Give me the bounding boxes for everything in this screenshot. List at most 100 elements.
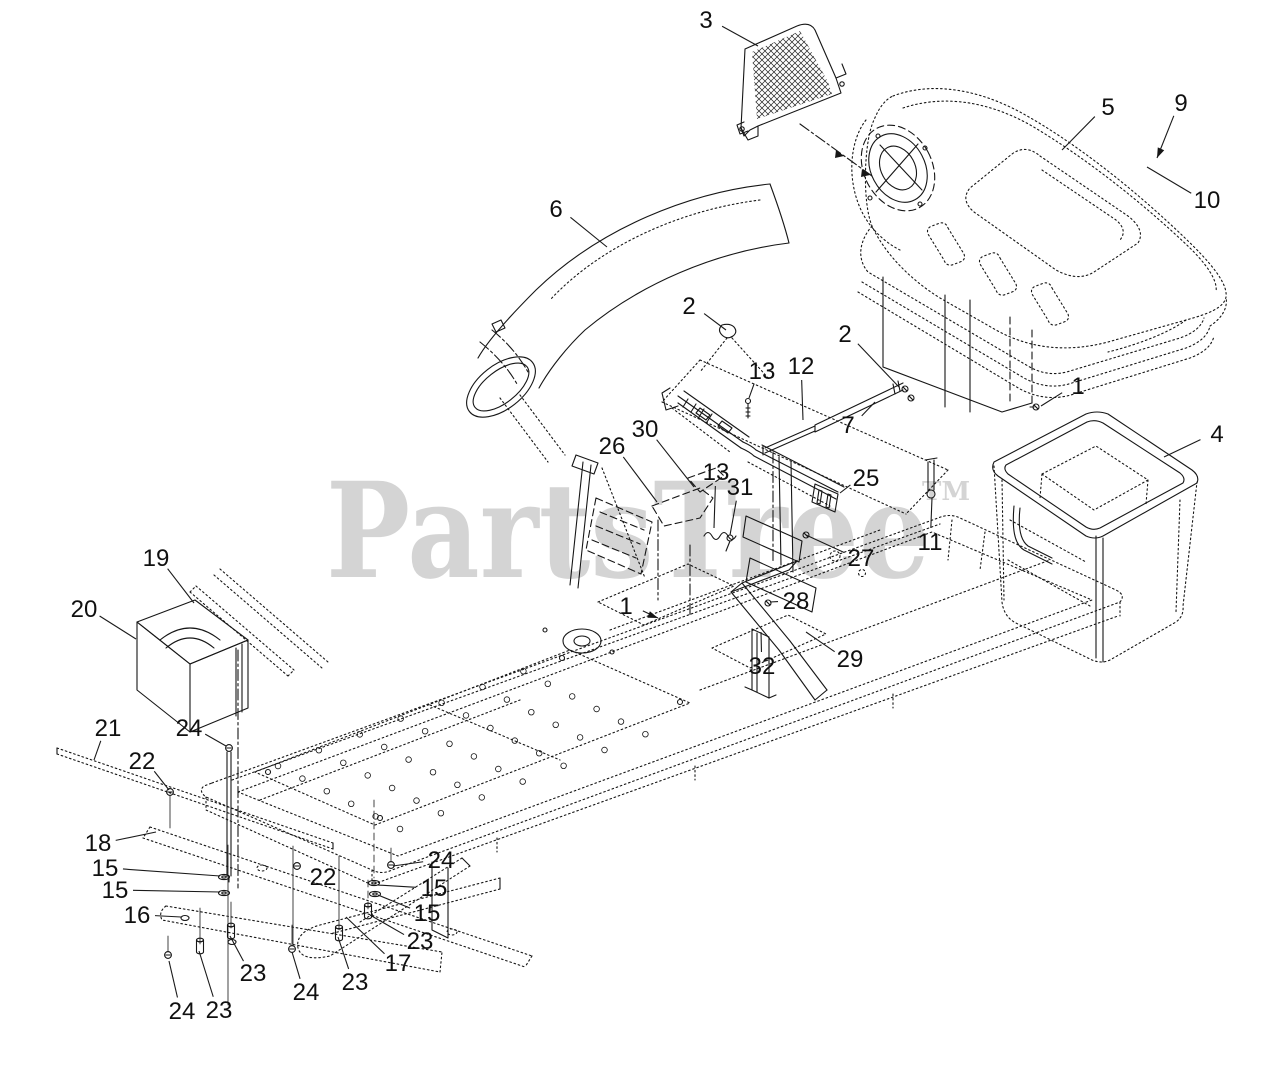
callout-11: 11 — [918, 529, 943, 556]
callout-leader-26 — [622, 456, 658, 503]
part-cover-20 — [136, 599, 249, 733]
callout-18: 18 — [85, 830, 112, 857]
callout-leader-24 — [291, 951, 301, 979]
callout-leader-10 — [1146, 166, 1192, 194]
part-plate-29 — [730, 560, 828, 701]
clip-2 — [718, 323, 737, 339]
screw-2 — [901, 385, 909, 393]
callout-7: 7 — [841, 412, 854, 439]
callout-arrow-1 — [647, 611, 658, 618]
callout-leader-15 — [132, 889, 221, 893]
callout-13: 13 — [703, 459, 730, 486]
plate-hole — [519, 778, 526, 785]
plate-hole — [405, 756, 412, 763]
plate-hole — [536, 750, 543, 757]
plate-hole — [340, 759, 347, 766]
part-rod-21 — [56, 747, 334, 850]
callout-31: 31 — [727, 474, 754, 501]
part-strap-32 — [744, 628, 777, 699]
part-chute — [466, 183, 790, 418]
plate-hole — [438, 699, 445, 706]
callout-leader-15 — [377, 894, 411, 909]
part-container — [992, 411, 1199, 663]
callout-25: 25 — [853, 465, 880, 492]
part-strip-19 — [189, 568, 329, 889]
perforated-plate-holes — [274, 668, 649, 833]
part-strap-17 — [297, 857, 501, 959]
callout-leader-23 — [198, 950, 214, 997]
callout-leader-2 — [703, 313, 727, 331]
callout-leader-17 — [345, 916, 385, 955]
callout-21: 21 — [95, 715, 122, 742]
callout-leader-12 — [801, 379, 804, 421]
plate-hole — [462, 712, 470, 719]
screen-mesh — [752, 31, 832, 119]
plate-hole — [454, 781, 461, 788]
spring-13 — [703, 531, 737, 541]
plate-hole — [364, 772, 371, 779]
plate-hole — [642, 731, 649, 738]
plate-hole — [495, 765, 502, 773]
plate-hole — [397, 715, 404, 722]
callout-leader-24 — [392, 861, 424, 867]
plate-hole — [396, 825, 404, 833]
plate-hole — [429, 769, 437, 776]
plate-hole — [487, 724, 494, 732]
plate-hole — [528, 709, 535, 716]
callout-26: 26 — [599, 433, 626, 460]
callout-leader-23 — [229, 935, 244, 962]
watermark-text: PartsTree — [326, 454, 930, 609]
callout-10: 10 — [1194, 187, 1221, 214]
callout-9: 9 — [1174, 90, 1187, 117]
callout-22: 22 — [310, 864, 337, 891]
callout-13: 13 — [749, 358, 776, 385]
alignment-arrow-icon — [835, 150, 844, 158]
callout-leader-20 — [99, 615, 137, 640]
callout-24: 24 — [293, 979, 320, 1006]
callout-leader-27 — [805, 534, 845, 554]
callout-32: 32 — [749, 653, 776, 680]
part-mount-rail — [661, 323, 1040, 613]
plate-hole — [569, 693, 576, 700]
callout-22: 22 — [129, 748, 156, 775]
callout-23: 23 — [342, 969, 369, 996]
callout-19: 19 — [143, 545, 170, 572]
callout-20: 20 — [71, 596, 98, 623]
callout-24: 24 — [169, 998, 196, 1025]
callout-leader-24 — [204, 733, 227, 747]
part-bracket-18 — [142, 826, 533, 968]
callout-leader-13 — [748, 383, 755, 399]
plate-hole — [388, 784, 396, 792]
callout-leader-23 — [369, 914, 405, 936]
callout-15: 15 — [102, 877, 129, 904]
callout-2: 2 — [838, 321, 851, 348]
callout-leader-25 — [839, 484, 851, 494]
callout-leader-2 — [857, 343, 900, 388]
plate-hole — [356, 731, 363, 738]
bolt-13 — [744, 397, 752, 405]
part-bolt-22 — [166, 788, 174, 829]
plate-hole — [372, 813, 379, 820]
callout-12: 12 — [788, 353, 815, 380]
callout-leader-15 — [376, 884, 417, 888]
callout-5: 5 — [1101, 94, 1114, 121]
callout-leader-23 — [337, 936, 350, 970]
watermark-tm-symbol: TM — [922, 477, 970, 507]
callout-leader-15 — [122, 868, 221, 877]
plate-hole — [315, 747, 323, 754]
callout-leader-22 — [153, 770, 170, 791]
callout-16: 16 — [124, 902, 151, 929]
plate-hole — [617, 718, 625, 725]
callout-leader-18 — [115, 831, 157, 841]
part-screen — [736, 23, 873, 177]
callout-1: 1 — [1071, 373, 1084, 400]
plate-hole — [478, 794, 485, 801]
callout-2: 2 — [682, 293, 695, 320]
callout-leader-3 — [721, 25, 759, 47]
plate-hole — [479, 683, 486, 691]
screw-2 — [907, 394, 915, 402]
fasteners-lower-left — [164, 799, 395, 1006]
plate-hole — [552, 721, 559, 728]
callout-23: 23 — [407, 928, 434, 955]
